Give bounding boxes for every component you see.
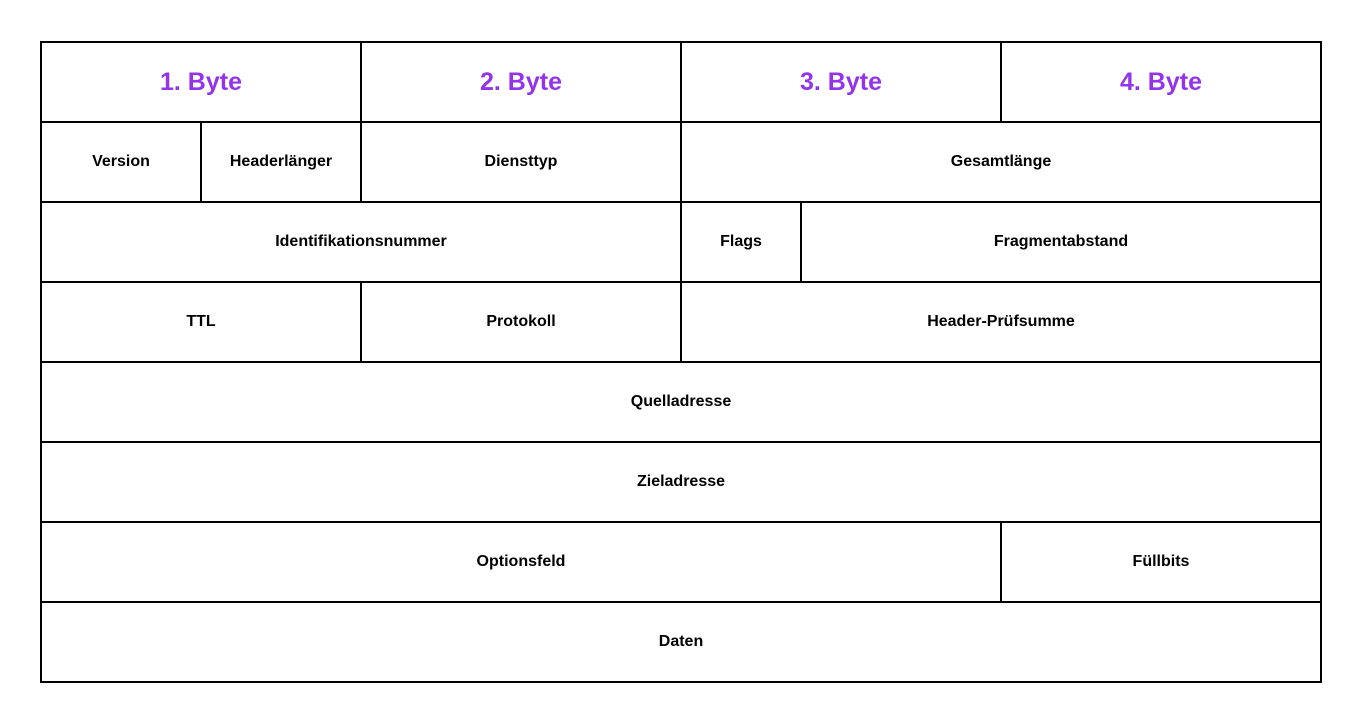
cell-label: Headerlänger — [229, 153, 333, 170]
cell-label: TTL — [186, 313, 216, 330]
cell-label: Füllbits — [1132, 553, 1190, 570]
cell-label: Daten — [658, 633, 704, 650]
field-cell-source-address: Quelladresse — [41, 362, 1321, 442]
field-cell-service-type: Diensttyp — [361, 122, 681, 202]
cell-label: Fragmentabstand — [993, 233, 1129, 250]
cell-label: Flags — [720, 233, 762, 250]
field-cell-data: Daten — [41, 602, 1321, 682]
cell-label: 2. Byte — [480, 67, 562, 96]
field-cell-options-field: Optionsfeld — [41, 522, 1001, 602]
field-cell-identification-number: Identifikationsnummer — [41, 202, 681, 282]
cell-label: 1. Byte — [160, 67, 242, 96]
field-cell-destination-address: Zieladresse — [41, 442, 1321, 522]
cell-label: Gesamtlänge — [950, 153, 1052, 170]
cell-label: 3. Byte — [800, 67, 882, 96]
cell-label: Header-Prüfsumme — [927, 313, 1075, 330]
cell-label: 4. Byte — [1120, 67, 1202, 96]
byte-header-cell-byte-3: 3. Byte — [681, 42, 1001, 122]
field-cell-version: Version — [41, 122, 201, 202]
byte-header-cell-byte-2: 2. Byte — [361, 42, 681, 122]
byte-header-cell-byte-1: 1. Byte — [41, 42, 361, 122]
cell-label: Diensttyp — [484, 153, 558, 170]
cell-label: Quelladresse — [630, 393, 732, 410]
field-cell-fragment-offset: Fragmentabstand — [801, 202, 1321, 282]
cell-label: Zieladresse — [636, 473, 726, 490]
field-cell-padding-bits: Füllbits — [1001, 522, 1321, 602]
cell-label: Identifikationsnummer — [275, 233, 447, 250]
cell-label: Version — [92, 153, 150, 170]
field-cell-header-length: Headerlänger — [201, 122, 361, 202]
field-cell-total-length: Gesamtlänge — [681, 122, 1321, 202]
field-cell-ttl: TTL — [41, 282, 361, 362]
field-cell-flags: Flags — [681, 202, 801, 282]
cell-label: Protokoll — [486, 313, 556, 330]
cell-label: Optionsfeld — [476, 553, 566, 570]
byte-header-cell-byte-4: 4. Byte — [1001, 42, 1321, 122]
field-cell-header-checksum: Header-Prüfsumme — [681, 282, 1321, 362]
field-cell-protocol: Protokoll — [361, 282, 681, 362]
